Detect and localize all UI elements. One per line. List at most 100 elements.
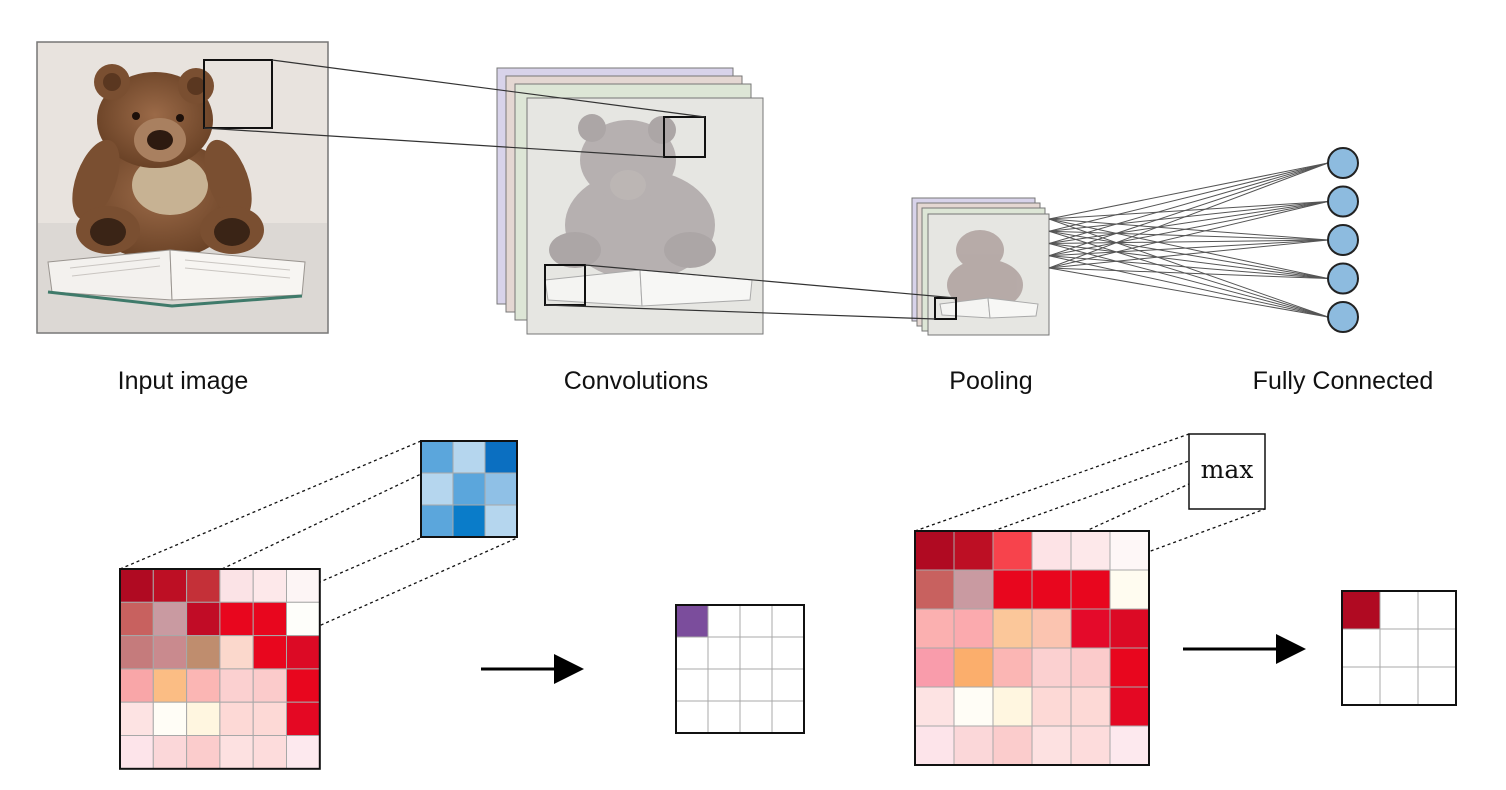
label-input-image: Input image xyxy=(118,367,249,395)
kernel-border xyxy=(420,440,518,538)
conv-output-grid xyxy=(675,604,805,734)
fc-edge xyxy=(1048,162,1329,269)
conv-input-cell xyxy=(119,701,154,737)
kernel-cell xyxy=(420,504,454,538)
pool-output-border xyxy=(1341,590,1457,706)
conv-output-cell xyxy=(675,604,709,638)
label-convolutions: Convolutions xyxy=(564,367,709,395)
conv-input-cell xyxy=(119,668,154,703)
fc-edge xyxy=(1048,267,1329,279)
pool-input-cell xyxy=(992,530,1033,571)
conv-input-cell xyxy=(119,601,154,637)
pool-input-cell xyxy=(992,569,1033,610)
conv-input-cell xyxy=(219,701,254,737)
fc-edge xyxy=(1048,239,1329,257)
pool-input-cell xyxy=(953,608,994,649)
conv-output-cell xyxy=(707,604,741,638)
pool-input-cell xyxy=(953,647,994,688)
pool-input-cell xyxy=(914,530,955,571)
fc-neuron xyxy=(1327,262,1359,295)
conv-output-cell xyxy=(739,700,773,734)
conv-input-cell xyxy=(286,701,321,737)
pool-input-cell xyxy=(914,569,955,610)
conv-input-cell xyxy=(186,568,221,603)
fc-edge xyxy=(1048,267,1329,318)
pool-input-grid xyxy=(914,530,1150,766)
label-pooling: Pooling xyxy=(949,367,1032,395)
input-receptive-field xyxy=(203,59,273,129)
pool-input-cell xyxy=(914,647,955,688)
fc-edge xyxy=(1048,162,1329,232)
conv-output-cell xyxy=(771,700,805,734)
fc-edge xyxy=(1048,239,1329,269)
max-operator-label: max xyxy=(1201,455,1254,484)
fc-edge xyxy=(1048,230,1329,318)
kernel-cell xyxy=(484,440,518,474)
pool-output-cell xyxy=(1341,666,1381,706)
pool-input-cell xyxy=(1070,647,1111,688)
conv-input-cell xyxy=(152,601,188,637)
pool-output-cell xyxy=(1341,628,1381,668)
pool-input-cell xyxy=(992,686,1033,727)
conv-input-cell xyxy=(119,735,154,770)
fc-edge xyxy=(1048,201,1329,269)
pool-output-cell xyxy=(1379,666,1419,706)
pool-input-cell xyxy=(914,725,955,766)
fc-edge xyxy=(1048,201,1329,220)
conv-kernel-box-top xyxy=(663,116,706,158)
pool-input-cell xyxy=(914,686,955,727)
pool-input-cell xyxy=(1109,647,1150,688)
conv-input-cell xyxy=(152,568,188,603)
conv-output-cell xyxy=(707,700,741,734)
fully-connected-edges xyxy=(1048,162,1329,318)
conv-input-cell xyxy=(186,635,221,670)
conv-input-border xyxy=(119,568,321,770)
pool-input-cell xyxy=(953,725,994,766)
fc-neuron xyxy=(1327,301,1359,333)
pool-input-cell xyxy=(1109,608,1150,649)
fc-edge xyxy=(1048,230,1329,241)
pool-input-cell xyxy=(1070,725,1111,766)
pool-input-cell xyxy=(992,647,1033,688)
pool-output-cell xyxy=(1417,628,1457,668)
pool-input-cell xyxy=(953,686,994,727)
conv-input-cell xyxy=(286,601,321,637)
pool-output-cell xyxy=(1417,590,1457,630)
conv-input-grid xyxy=(119,568,321,770)
max-operator-box xyxy=(1188,433,1266,510)
fc-edge xyxy=(1048,239,1329,244)
fc-edge xyxy=(1048,201,1329,244)
pool-input-cell xyxy=(953,530,994,571)
pool-input-cell xyxy=(992,608,1033,649)
pool-input-cell xyxy=(1109,686,1150,727)
pooling-feature-maps xyxy=(911,197,1050,336)
conv-input-cell xyxy=(152,735,188,770)
pool-input-cell xyxy=(1031,608,1072,649)
conv-output-cell xyxy=(739,636,773,670)
pool-input-cell xyxy=(1031,569,1072,610)
fc-edge xyxy=(1048,243,1329,279)
conv-input-cell xyxy=(219,568,254,603)
conv-input-cell xyxy=(286,735,321,770)
pool-input-cell xyxy=(1070,686,1111,727)
conv-input-cell xyxy=(152,668,188,703)
conv-input-cell xyxy=(152,701,188,737)
pool-input-cell xyxy=(1070,530,1111,571)
fully-connected-neurons xyxy=(1327,147,1359,333)
pool-output-grid xyxy=(1341,590,1457,706)
fc-neuron xyxy=(1327,224,1359,256)
conv-input-cell xyxy=(219,735,254,770)
conv-input-cell xyxy=(119,568,154,603)
fc-edge xyxy=(1048,243,1329,318)
conv-input-cell xyxy=(186,601,221,637)
pool-output-cell xyxy=(1417,666,1457,706)
conv-input-cell xyxy=(286,568,321,603)
conv-output-cell xyxy=(675,636,709,670)
conv-kernel-box-bottom xyxy=(544,264,586,306)
conv-input-cell xyxy=(219,668,254,703)
conv-output-border xyxy=(675,604,805,734)
conv-input-cell xyxy=(286,668,321,703)
pool-input-cell xyxy=(1070,569,1111,610)
conv-input-cell xyxy=(252,668,287,703)
conv-output-cell xyxy=(675,668,709,702)
